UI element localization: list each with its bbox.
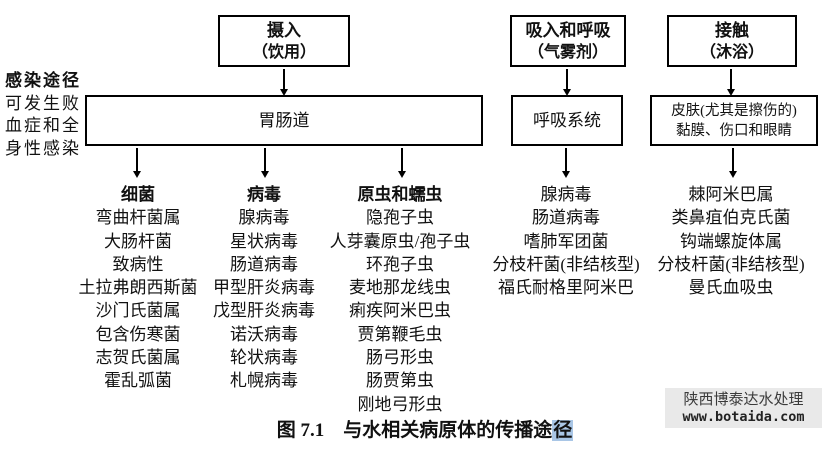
- note-line: 可发生败: [5, 93, 81, 113]
- list-item: 棘阿米巴属: [688, 185, 774, 204]
- list-item: 钩端螺旋体属: [680, 231, 782, 251]
- arrow-contact-to-skin: [727, 69, 735, 96]
- figure-caption-highlighted-char: 径: [552, 420, 574, 441]
- box-skin-mucosa: 皮肤(尤其是擦伤的) 黏膜、伤口和眼睛: [650, 95, 818, 146]
- list-item: 诺沃病毒: [230, 324, 298, 344]
- list-item: 札幌病毒: [230, 371, 298, 391]
- figure-caption: 图 7.1 与水相关病原体的传播途径: [0, 415, 828, 442]
- list-item: 戊型肝炎病毒: [213, 301, 315, 321]
- box-ingestion-subtitle: （饮用）: [251, 43, 316, 61]
- list-item: 星状病毒: [230, 231, 298, 251]
- box-inhalation: 吸入和呼吸 （气雾剂）: [510, 15, 626, 67]
- list-item: 痢疾阿米巴虫: [349, 301, 451, 321]
- list-item: 分枝杆菌(非结核型): [657, 254, 805, 274]
- arrow-inhalation-to-respiratory: [563, 69, 571, 96]
- arrow-gi-to-bacteria: [133, 148, 141, 178]
- column-virus-header: 病毒: [247, 185, 281, 204]
- box-contact-subtitle: （沐浴）: [699, 43, 764, 61]
- arrow-respiratory-to-list: [562, 148, 570, 178]
- box-respiratory-system: 呼吸系统: [511, 95, 623, 146]
- list-item: 环孢子虫: [366, 254, 434, 274]
- arrow-gi-to-virus: [261, 148, 269, 178]
- list-item: 包含伤寒菌: [95, 324, 181, 344]
- watermark-url: www.botaida.com: [682, 408, 805, 425]
- column-bacteria-header: 细菌: [121, 185, 155, 204]
- list-item: 刚地弓形虫: [357, 394, 443, 414]
- box-gastrointestinal-label: 胃肠道: [258, 110, 310, 130]
- list-item: 弯曲杆菌属: [95, 208, 181, 228]
- box-inhalation-title: 吸入和呼吸: [525, 20, 611, 40]
- column-respiratory-pathogens: 腺病毒 肠道病毒 嗜肺军团菌 分枝杆菌(非结核型) 福氏耐格里阿米巴: [476, 183, 656, 299]
- list-item: 轮状病毒: [230, 348, 298, 368]
- box-skin-line1: 皮肤(尤其是擦伤的): [671, 102, 797, 119]
- list-item: 嗜肺军团菌: [523, 231, 609, 251]
- box-ingestion: 摄入 （饮用）: [218, 15, 350, 67]
- list-item: 类鼻疽伯克氏菌: [671, 208, 791, 228]
- note-line: 身性感染: [5, 138, 81, 158]
- list-item: 福氏耐格里阿米巴: [498, 278, 634, 298]
- list-item: 腺病毒: [238, 208, 290, 228]
- box-contact-title: 接触: [715, 20, 749, 40]
- list-item: 肠弓形虫: [366, 348, 434, 368]
- watermark-company: 陕西博泰达水处理: [683, 390, 804, 408]
- list-item: 人芽囊原虫/孢子虫: [329, 231, 471, 251]
- list-item: 霍乱弧菌: [104, 371, 172, 391]
- column-protozoa-helminths: 原虫和蠕虫 隐孢子虫 人芽囊原虫/孢子虫 环孢子虫 麦地那龙线虫 痢疾阿米巴虫 …: [310, 183, 490, 416]
- column-bacteria: 细菌 弯曲杆菌属 大肠杆菌 致病性 土拉弗朗西斯菌 沙门氏菌属 包含伤寒菌 志贺…: [58, 183, 218, 393]
- arrow-ingestion-to-gi: [280, 69, 288, 96]
- list-item: 沙门氏菌属: [95, 301, 181, 321]
- arrow-gi-to-protozoa: [398, 148, 406, 178]
- box-ingestion-title: 摄入: [267, 20, 301, 40]
- column-contact-pathogens: 棘阿米巴属 类鼻疽伯克氏菌 钩端螺旋体属 分枝杆菌(非结核型) 曼氏血吸虫: [641, 183, 821, 299]
- box-respiratory-label: 呼吸系统: [533, 110, 601, 130]
- column-protozoa-header: 原虫和蠕虫: [357, 185, 443, 204]
- list-item: 分枝杆菌(非结核型): [492, 254, 640, 274]
- infection-route-title: 感染途径: [5, 71, 81, 90]
- list-item: 肠道病毒: [532, 208, 600, 228]
- list-item: 大肠杆菌: [104, 231, 172, 251]
- note-line: 血症和全: [5, 116, 81, 135]
- list-item: 麦地那龙线虫: [349, 278, 451, 298]
- list-item: 甲型肝炎病毒: [213, 278, 315, 298]
- box-inhalation-subtitle: （气雾剂）: [527, 43, 608, 61]
- list-item: 肠贾第虫: [366, 371, 434, 391]
- list-item: 肠道病毒: [230, 254, 298, 274]
- figure-caption-text: 图 7.1 与水相关病原体的传播途: [276, 420, 553, 441]
- box-contact: 接触 （沐浴）: [667, 15, 797, 67]
- box-gastrointestinal: 胃肠道: [85, 95, 483, 146]
- list-item: 腺病毒: [540, 185, 592, 204]
- list-item: 隐孢子虫: [366, 208, 434, 228]
- list-item: 曼氏血吸虫: [688, 278, 774, 298]
- box-skin-line2: 黏膜、伤口和眼睛: [676, 122, 792, 139]
- list-item: 土拉弗朗西斯菌: [78, 278, 198, 298]
- infection-route-note: 感染途径 可发生败 血症和全 身性感染: [5, 70, 97, 160]
- list-item: 贾第鞭毛虫: [357, 324, 443, 344]
- list-item: 致病性: [112, 254, 164, 274]
- list-item: 志贺氏菌属: [95, 348, 181, 368]
- arrow-skin-to-list: [729, 148, 737, 178]
- column-virus: 病毒 腺病毒 星状病毒 肠道病毒 甲型肝炎病毒 戊型肝炎病毒 诺沃病毒 轮状病毒…: [184, 183, 344, 393]
- watermark: 陕西博泰达水处理 www.botaida.com: [665, 388, 822, 428]
